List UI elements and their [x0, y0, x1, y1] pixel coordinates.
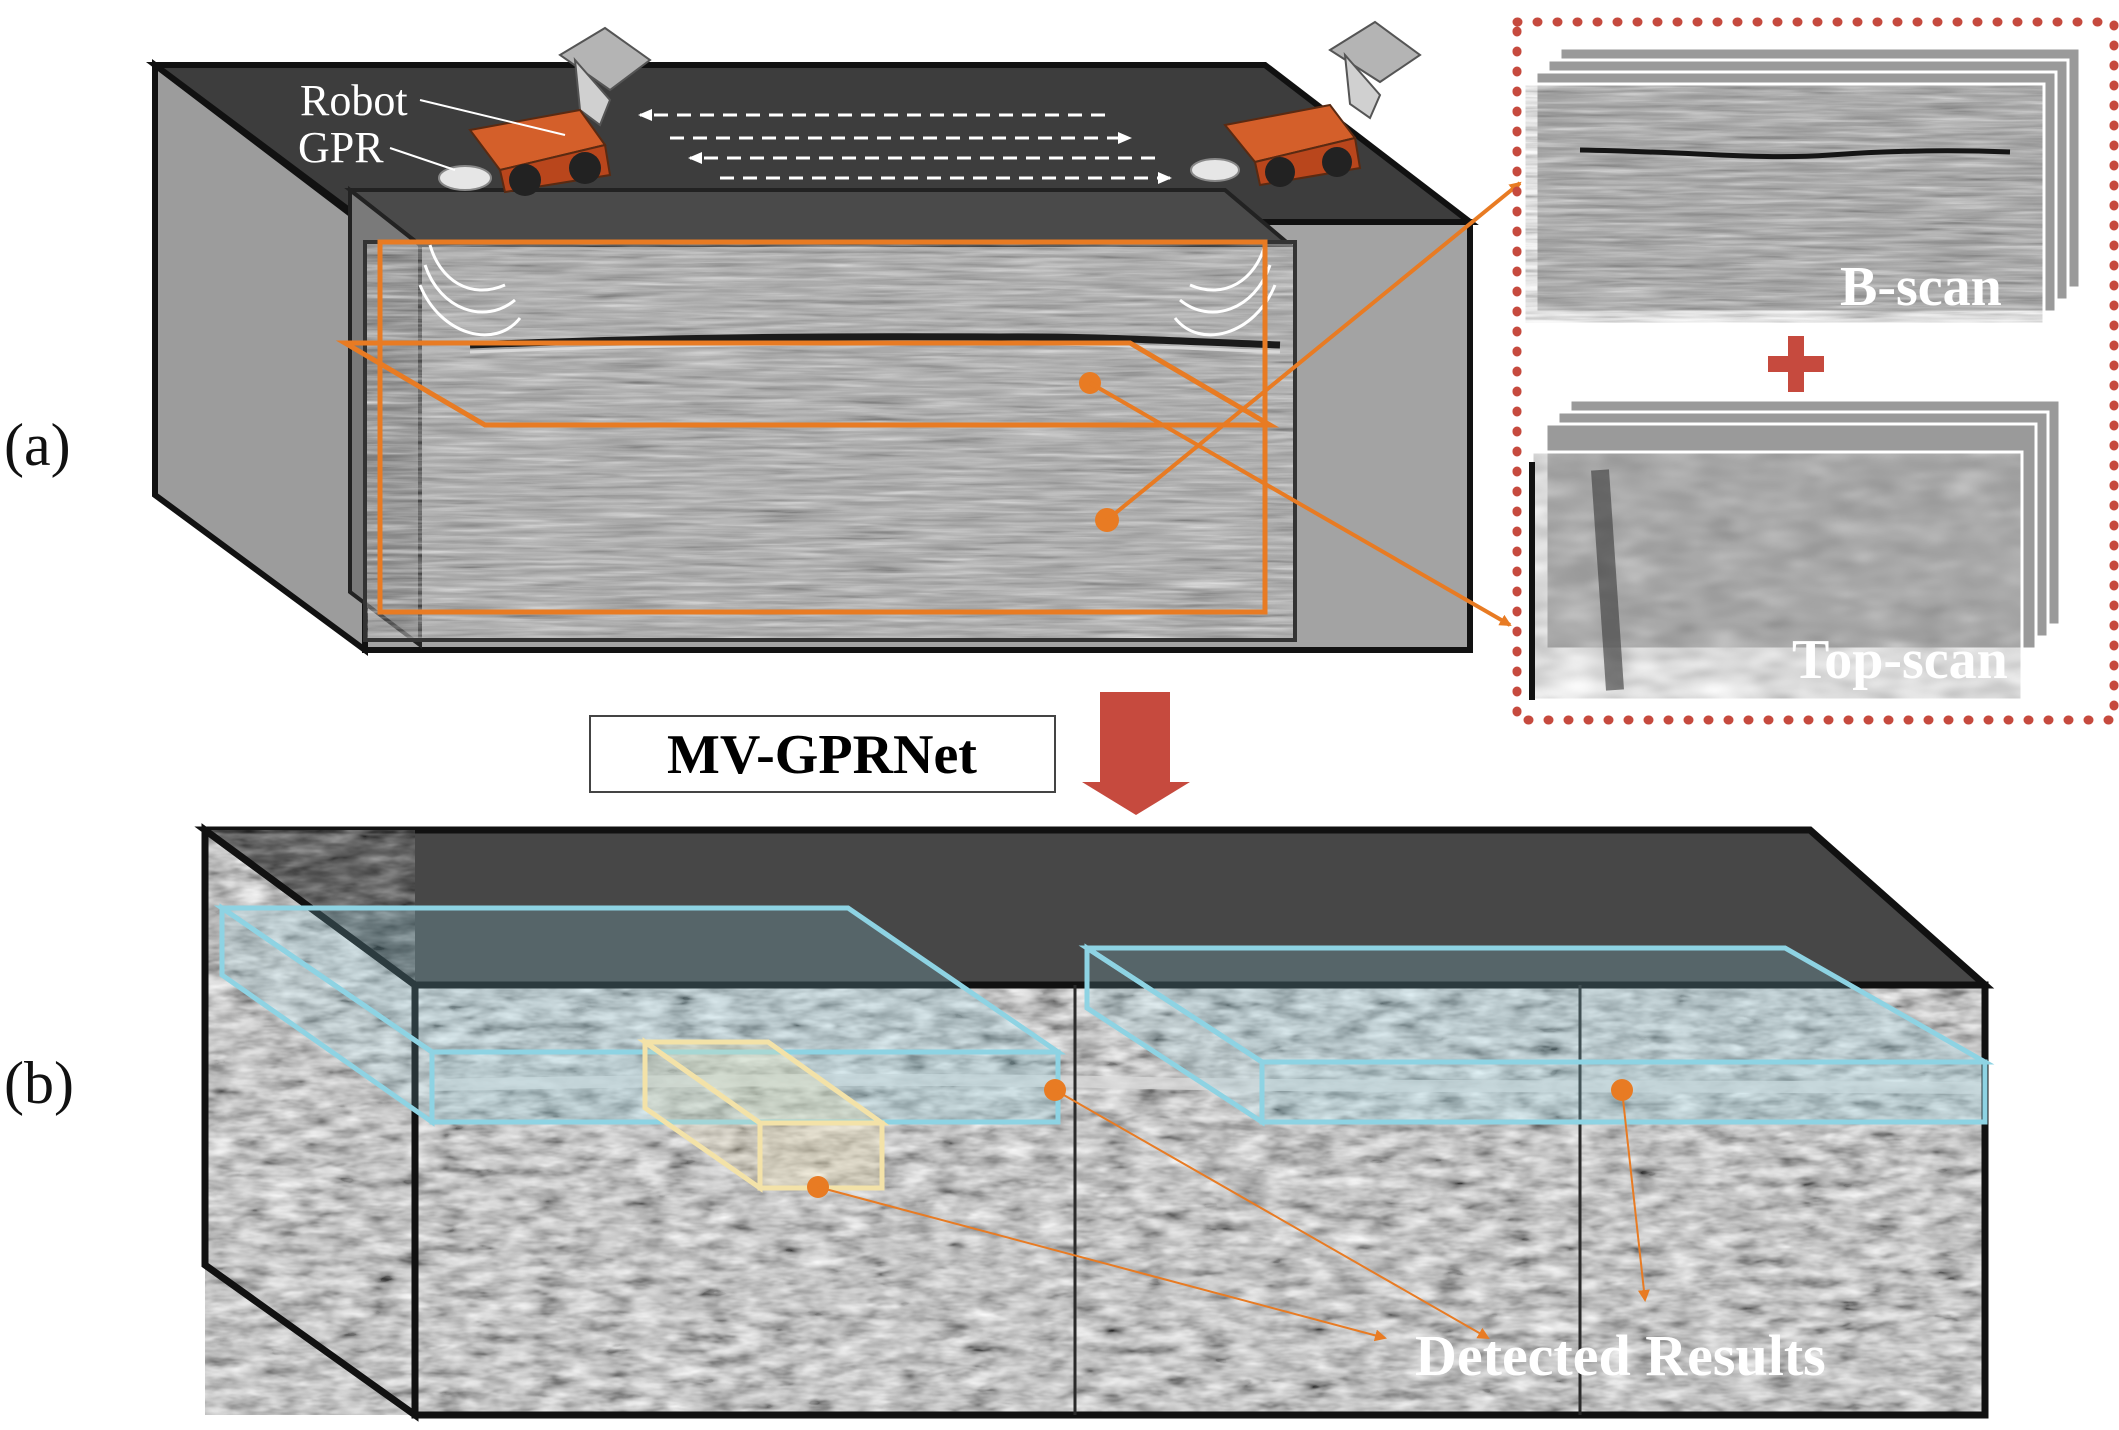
panel-b-label: (b) — [4, 1050, 74, 1116]
network-label: MV-GPRNet — [667, 724, 977, 786]
gpr-wave-left — [418, 244, 522, 337]
network-box — [589, 715, 1056, 793]
topscan-connector — [1089, 381, 1512, 627]
multi-view-frame — [1512, 17, 2119, 725]
robot-label: Robot — [300, 76, 408, 125]
bscan-view: B-scan — [1522, 46, 2082, 326]
robot-icon — [1190, 20, 1422, 187]
topscan-view: Top-scan — [1529, 398, 2062, 702]
plus-icon — [1768, 336, 1824, 392]
panel-a-label: (a) — [4, 412, 71, 478]
detection-box-cyan-left — [213, 903, 1067, 1127]
gpr-antenna-icon — [438, 165, 492, 191]
bscan-connector — [1105, 181, 1522, 522]
detected-results-label: Detected Results — [1415, 1323, 1826, 1388]
robot-path-arrows — [638, 109, 1172, 184]
robot-icon — [438, 26, 652, 196]
down-arrow-icon — [1082, 692, 1190, 815]
survey-block-a — [145, 58, 1479, 656]
gpr-label: GPR — [298, 123, 384, 172]
detection-box-cyan-right — [1078, 943, 1995, 1127]
bscan-label: B-scan — [1840, 256, 2002, 318]
topscan-label: Top-scan — [1792, 629, 2008, 691]
gpr-antenna-icon — [1190, 158, 1240, 182]
bscan-radargram-slice — [365, 242, 1295, 640]
